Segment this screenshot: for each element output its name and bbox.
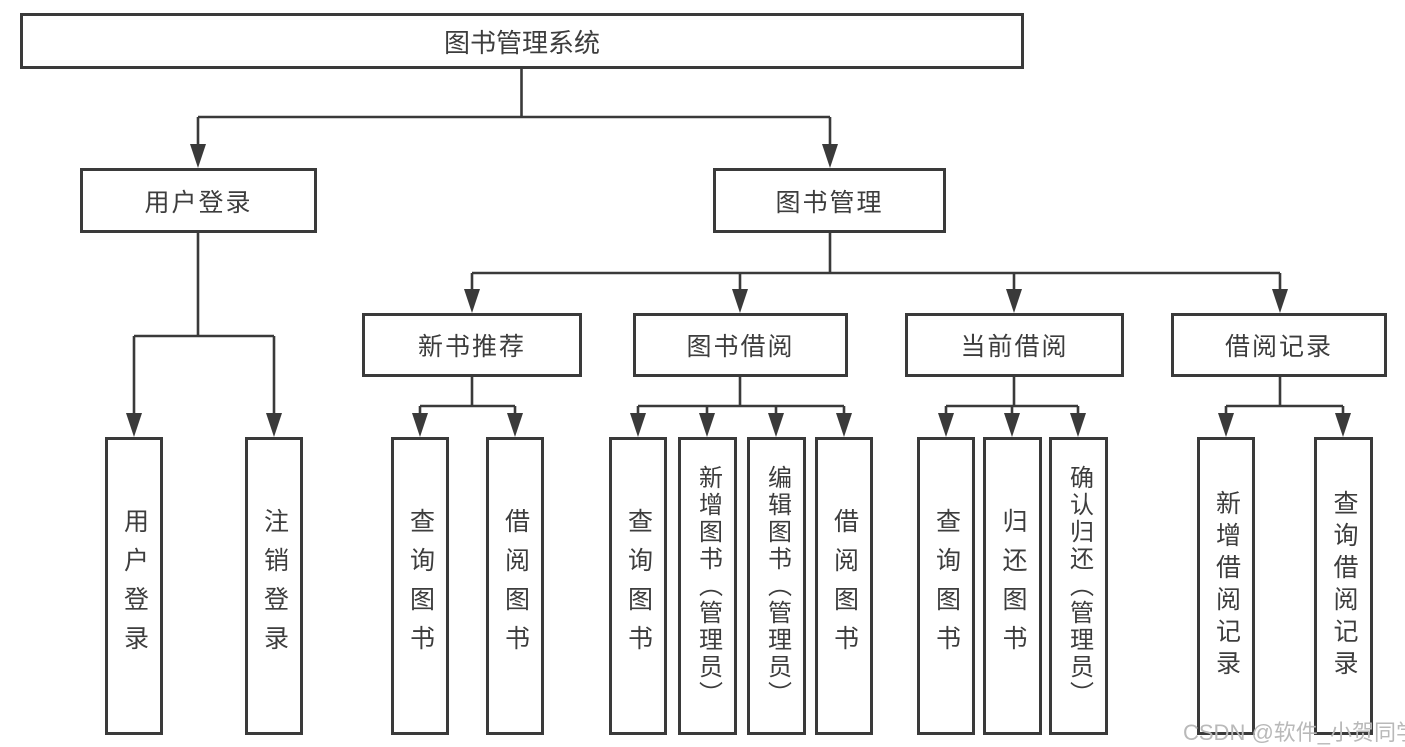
leaf-node-user-login: 用户登录	[105, 437, 163, 735]
node-new-book-recommend: 新书推荐	[362, 313, 582, 377]
leaf-node-logout: 注销登录	[245, 437, 303, 735]
leaf-node-query-books: 查询图书	[609, 437, 667, 735]
node-current-borrow: 当前借阅	[905, 313, 1124, 377]
arrowheads	[126, 144, 1351, 437]
leaf-label: 归还图书	[999, 508, 1027, 664]
leaf-label: 确认归还（管理员）	[1065, 464, 1093, 708]
leaf-node-confirm-return-admin: 确认归还（管理员）	[1049, 437, 1108, 735]
leaf-label: 用户登录	[120, 508, 149, 664]
leaf-label: 注销登录	[260, 508, 289, 664]
leaf-node-query-books: 查询图书	[917, 437, 975, 735]
root-node-label: 图书管理系统	[443, 27, 600, 58]
leaf-node-query-books: 查询图书	[391, 437, 449, 735]
leaf-node-return-books: 归还图书	[983, 437, 1042, 735]
node-label: 借阅记录	[1224, 333, 1333, 361]
node-label: 图书管理	[775, 188, 884, 217]
leaf-label: 查询借阅记录	[1330, 490, 1358, 682]
node-borrow-records: 借阅记录	[1171, 313, 1387, 377]
csdn-watermark: CSDN @软件_小贺同学	[1183, 720, 1405, 745]
leaf-label: 编辑图书（管理员）	[763, 464, 791, 708]
leaf-node-query-borrow-record: 查询借阅记录	[1314, 437, 1373, 735]
leaf-label: 查询图书	[406, 508, 435, 664]
leaf-label: 新增借阅记录	[1212, 490, 1241, 682]
node-book-borrow: 图书借阅	[633, 313, 848, 377]
node-user-login: 用户登录	[80, 168, 317, 233]
leaf-node-borrow-books: 借阅图书	[486, 437, 544, 735]
node-book-management: 图书管理	[713, 168, 946, 233]
node-label: 图书借阅	[686, 333, 795, 361]
leaf-node-borrow-books: 借阅图书	[815, 437, 873, 735]
leaf-node-add-books-admin: 新增图书（管理员）	[678, 437, 737, 735]
root-node-library-system: 图书管理系统	[20, 13, 1024, 69]
leaf-label: 借阅图书	[830, 508, 859, 664]
leaf-label: 借阅图书	[501, 508, 530, 664]
node-label: 当前借阅	[960, 333, 1069, 361]
leaf-label: 查询图书	[624, 508, 653, 664]
leaf-label: 查询图书	[932, 508, 961, 664]
node-label: 新书推荐	[417, 333, 526, 361]
leaf-node-add-borrow-record: 新增借阅记录	[1197, 437, 1255, 735]
leaf-label: 新增图书（管理员）	[694, 464, 722, 708]
leaf-node-edit-books-admin: 编辑图书（管理员）	[747, 437, 806, 735]
node-label: 用户登录	[144, 188, 253, 217]
